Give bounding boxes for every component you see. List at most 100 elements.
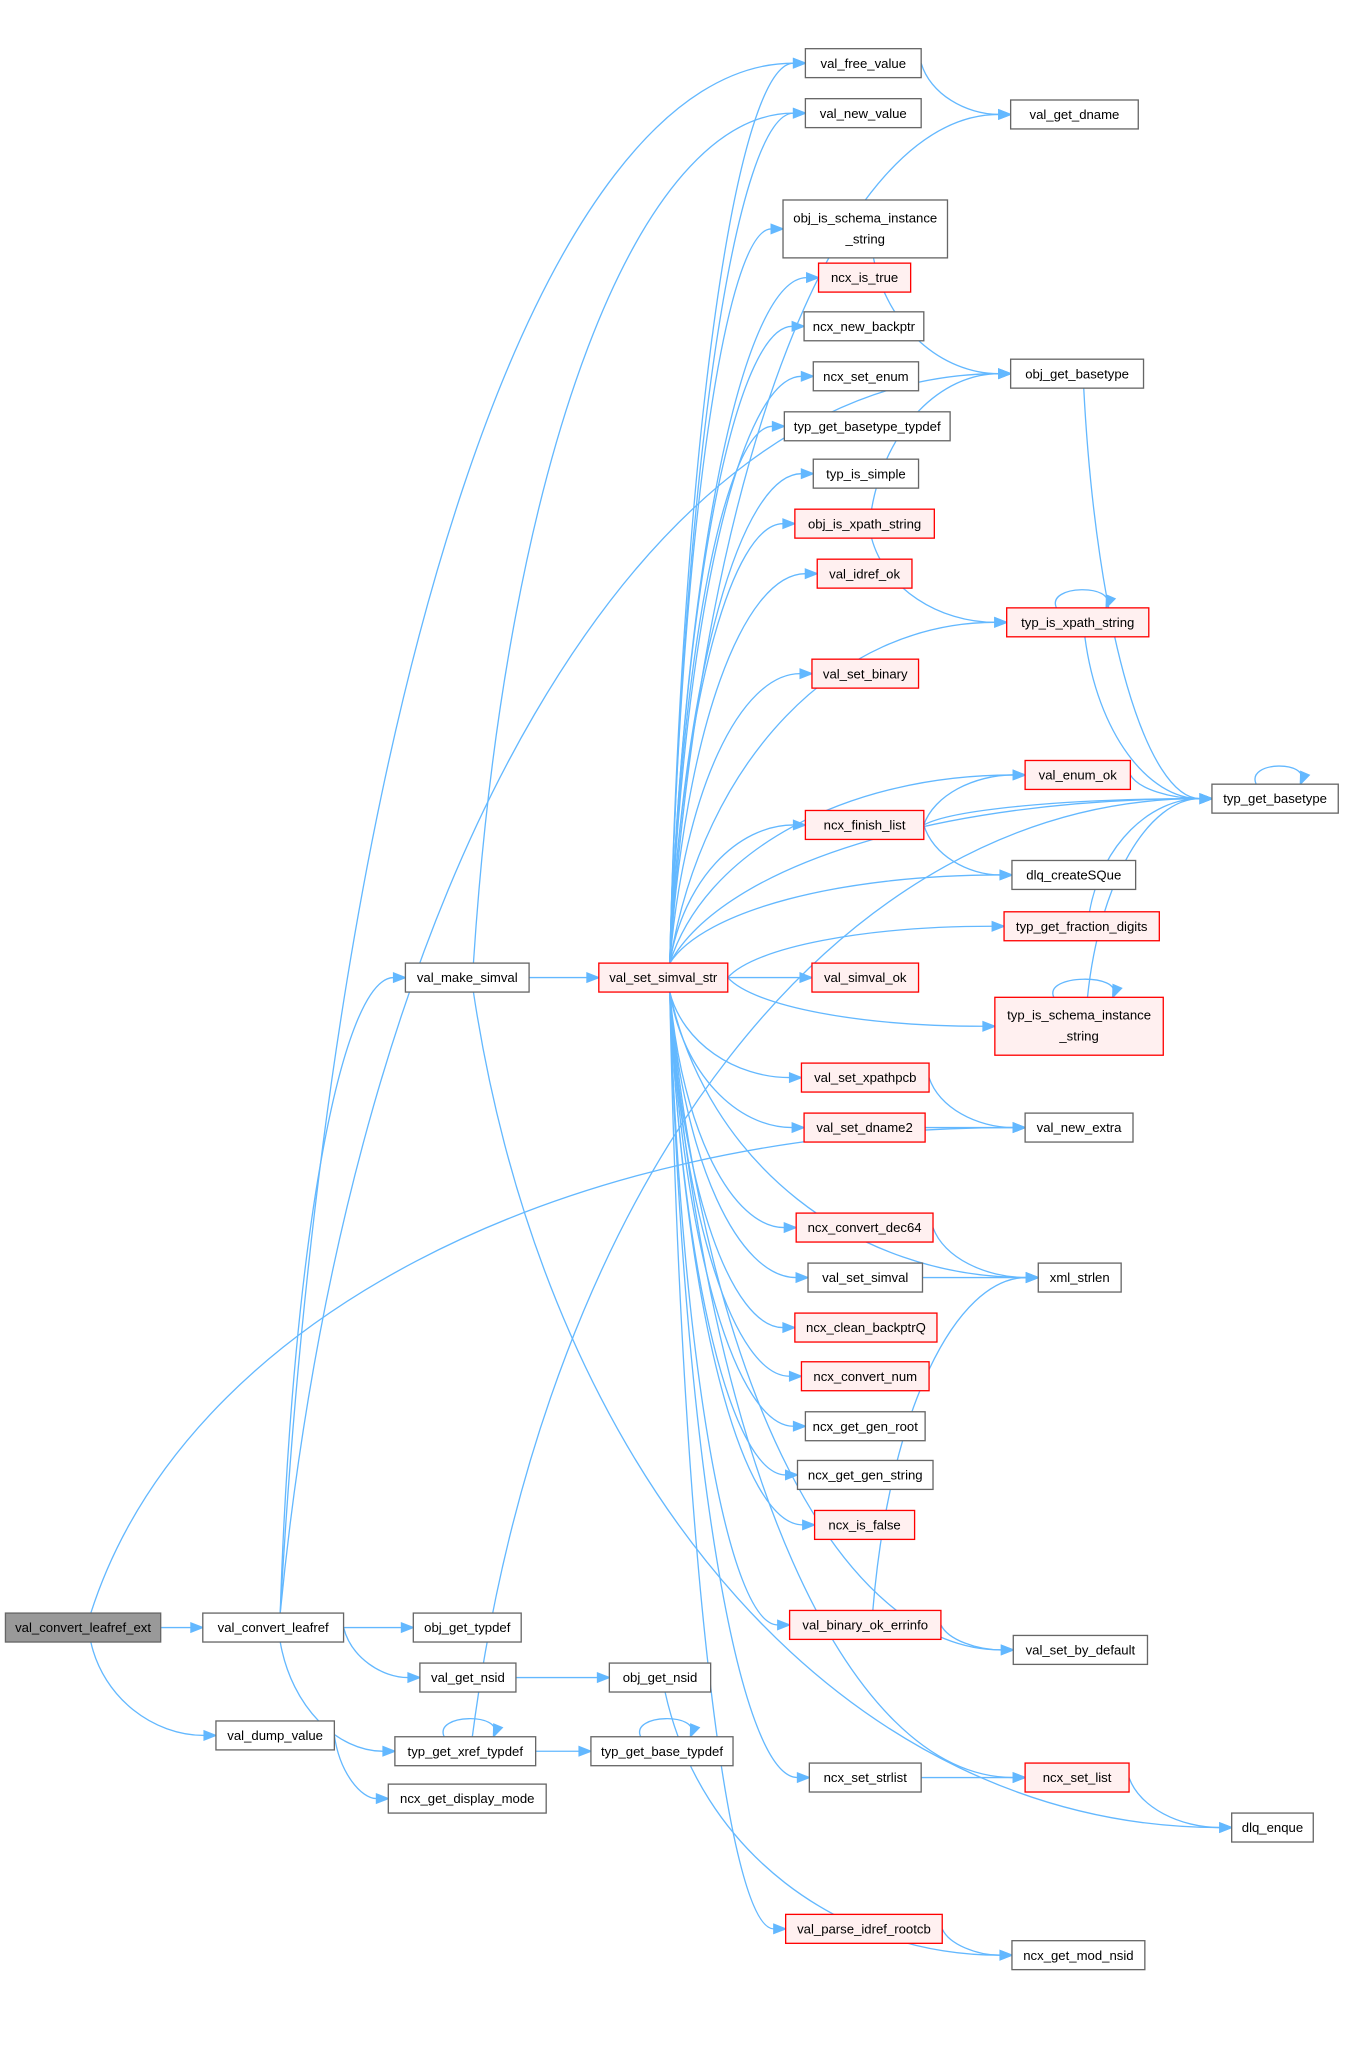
node-val-set-simval[interactable]: val_set_simval xyxy=(807,1262,924,1293)
node-ncx-get-gen-root[interactable]: ncx_get_gen_root xyxy=(804,1411,926,1442)
edge-val_set_simval_str-to-ncx_get_gen_root xyxy=(669,992,794,1427)
node-dlq-createSQue[interactable]: dlq_createSQue xyxy=(1011,859,1137,891)
node-box xyxy=(1024,1112,1134,1143)
node-val-free-value[interactable]: val_free_value xyxy=(804,48,922,79)
node-label: val_binary_ok_errinfo xyxy=(802,1618,928,1633)
node-val-set-simval-str[interactable]: val_set_simval_str xyxy=(598,962,729,993)
edge-val_set_simval_str-to-ncx_clean_backptrQ-arrowhead-icon xyxy=(782,1321,797,1334)
node-typ-is-schema-instance-string[interactable]: typ_is_schema_instance_string xyxy=(994,996,1164,1056)
edge-val_set_simval_str-to-obj_is_schema_instance_string-arrowhead-icon xyxy=(770,223,785,235)
node-typ-is-xpath-string[interactable]: typ_is_xpath_string xyxy=(1006,607,1150,638)
node-label: val_new_extra xyxy=(1037,1120,1122,1135)
edge-val_set_simval_str-to-ncx_is_true xyxy=(669,276,807,964)
edge-val_set_simval_str-to-typ_is_schema_instance_string-arrowhead-icon xyxy=(982,1020,997,1032)
nodes-layer: val_convert_leafref_ext val_convert_leafr… xyxy=(4,48,1339,1971)
node-label: ncx_new_backptr xyxy=(813,319,916,334)
node-box xyxy=(1037,1262,1122,1293)
node-box xyxy=(1003,911,1160,942)
node-box xyxy=(812,458,920,489)
node-label: obj_is_schema_instance xyxy=(793,210,937,225)
node-label: val_get_nsid xyxy=(431,1670,505,1685)
edge-val_make_simval-to-val_new_value xyxy=(472,112,794,964)
node-val-new-extra[interactable]: val_new_extra xyxy=(1024,1112,1134,1143)
node-label: ncx_set_strlist xyxy=(824,1770,908,1785)
node-val-new-value[interactable]: val_new_value xyxy=(804,98,922,129)
node-obj-get-nsid[interactable]: obj_get_nsid xyxy=(608,1662,712,1693)
node-ncx-convert-num[interactable]: ncx_convert_num xyxy=(800,1361,930,1392)
node-val-get-dname[interactable]: val_get_dname xyxy=(1009,99,1139,130)
node-box xyxy=(811,962,920,993)
node-val-binary-ok-errinfo[interactable]: val_binary_ok_errinfo xyxy=(788,1609,942,1641)
node-box xyxy=(412,1612,522,1643)
node-ncx-is-false[interactable]: ncx_is_false xyxy=(813,1509,916,1541)
node-val-dump-value[interactable]: val_dump_value xyxy=(215,1720,336,1751)
node-label: obj_is_xpath_string xyxy=(808,516,921,531)
node-val-set-by-default[interactable]: val_set_by_default xyxy=(1012,1634,1149,1666)
node-ncx-is-true[interactable]: ncx_is_true xyxy=(817,262,912,293)
node-box xyxy=(608,1662,712,1693)
node-ncx-clean-backptrQ[interactable]: ncx_clean_backptrQ xyxy=(794,1312,938,1343)
node-typ-get-basetype-typdef[interactable]: typ_get_basetype_typdef xyxy=(783,411,951,442)
edge-val_set_simval_str-to-ncx_convert_num-arrowhead-icon xyxy=(788,1370,804,1382)
node-box xyxy=(215,1720,336,1751)
node-xml-strlen[interactable]: xml_strlen xyxy=(1037,1262,1122,1293)
edge-val_set_simval_str-to-val_enum_ok xyxy=(669,774,1014,964)
node-val-make-simval[interactable]: val_make_simval xyxy=(404,962,530,993)
edge-val_binary_ok_errinfo-to-xml_strlen-arrowhead-icon xyxy=(1025,1271,1041,1284)
node-val-convert-leafref-ext[interactable]: val_convert_leafref_ext xyxy=(4,1612,162,1643)
node-box xyxy=(807,1262,924,1293)
node-label: val_get_dname xyxy=(1030,107,1120,122)
node-typ-get-xref-typdef[interactable]: typ_get_xref_typdef xyxy=(394,1736,537,1767)
node-dlq-enque[interactable]: dlq_enque xyxy=(1231,1812,1314,1843)
node-label: ncx_set_enum xyxy=(823,369,909,384)
node-obj-is-schema-instance-string[interactable]: obj_is_schema_instance_string xyxy=(782,199,949,259)
edge-val_set_simval_str-to-ncx_convert_dec64 xyxy=(669,991,785,1229)
node-typ-get-fraction-digits[interactable]: typ_get_fraction_digits xyxy=(1003,911,1160,942)
edge-val_set_simval_str-to-typ_get_fraction_digits xyxy=(727,925,993,979)
node-ncx-set-strlist[interactable]: ncx_set_strlist xyxy=(808,1762,922,1793)
node-label: typ_get_basetype_typdef xyxy=(794,419,941,434)
edge-val_set_simval_str-to-ncx_convert_dec64-arrowhead-icon xyxy=(783,1222,798,1234)
node-obj-get-basetype[interactable]: obj_get_basetype xyxy=(1009,358,1145,389)
node-val-idref-ok[interactable]: val_idref_ok xyxy=(816,558,913,589)
node-typ-is-simple[interactable]: typ_is_simple xyxy=(812,458,920,489)
node-val-get-nsid[interactable]: val_get_nsid xyxy=(419,1662,517,1693)
node-val-convert-leafref[interactable]: val_convert_leafref xyxy=(202,1612,345,1643)
edge-val_parse_idref_rootcb-to-ncx_get_mod_nsid-arrowhead-icon xyxy=(999,1949,1014,1961)
node-val-simval-ok[interactable]: val_simval_ok xyxy=(811,962,920,993)
node-val-enum-ok[interactable]: val_enum_ok xyxy=(1024,759,1132,791)
node-ncx-get-display-mode[interactable]: ncx_get_display_mode xyxy=(387,1783,547,1814)
node-ncx-set-list[interactable]: ncx_set_list xyxy=(1024,1762,1130,1793)
node-obj-is-xpath-string[interactable]: obj_is_xpath_string xyxy=(794,508,935,539)
node-val-parse-idref-rootcb[interactable]: val_parse_idref_rootcb xyxy=(784,1913,943,1944)
node-box xyxy=(387,1783,547,1814)
edge-val_set_simval_str-to-val_set_binary xyxy=(669,672,801,964)
edge-val_set_simval_str-to-typ_is_simple-arrowhead-icon xyxy=(800,468,816,480)
edge-val_set_simval_str-to-val_idref_ok xyxy=(669,572,806,964)
edge-val_convert_leafref-to-val_make_simval-arrowhead-icon xyxy=(392,972,408,984)
node-label: ncx_clean_backptrQ xyxy=(806,1320,926,1335)
node-label: val_set_by_default xyxy=(1026,1643,1136,1658)
edge-typ_get_base_typdef-to-typ_get_base_typdef-arrowhead-icon xyxy=(689,1723,701,1739)
node-label: obj_get_typdef xyxy=(424,1620,511,1635)
node-ncx-get-gen-string[interactable]: ncx_get_gen_string xyxy=(796,1459,934,1491)
node-val-set-xpathpcb[interactable]: val_set_xpathpcb xyxy=(800,1062,930,1093)
node-label: val_make_simval xyxy=(417,970,518,985)
edge-val_set_simval_str-to-ncx_get_gen_string xyxy=(669,992,786,1476)
node-ncx-finish-list[interactable]: ncx_finish_list xyxy=(804,809,925,841)
edge-val_set_simval_str-to-ncx_is_false-arrowhead-icon xyxy=(802,1519,817,1531)
node-ncx-set-enum[interactable]: ncx_set_enum xyxy=(812,361,920,392)
node-obj-get-typdef[interactable]: obj_get_typdef xyxy=(412,1612,522,1643)
node-ncx-convert-dec64[interactable]: ncx_convert_dec64 xyxy=(795,1212,934,1243)
node-typ-get-base-typdef[interactable]: typ_get_base_typdef xyxy=(590,1736,734,1767)
node-val-set-dname2[interactable]: val_set_dname2 xyxy=(803,1112,926,1143)
node-label: val_new_value xyxy=(820,106,907,121)
node-label: ncx_is_false xyxy=(828,1518,900,1533)
node-label: ncx_get_gen_root xyxy=(813,1419,919,1434)
node-typ-get-basetype[interactable]: typ_get_basetype xyxy=(1211,783,1339,814)
node-ncx-new-backptr[interactable]: ncx_new_backptr xyxy=(803,311,925,342)
node-ncx-get-mod-nsid[interactable]: ncx_get_mod_nsid xyxy=(1011,1940,1146,1971)
node-val-set-binary[interactable]: val_set_binary xyxy=(811,658,920,689)
edge-val_enum_ok-to-typ_get_basetype xyxy=(1129,774,1201,800)
